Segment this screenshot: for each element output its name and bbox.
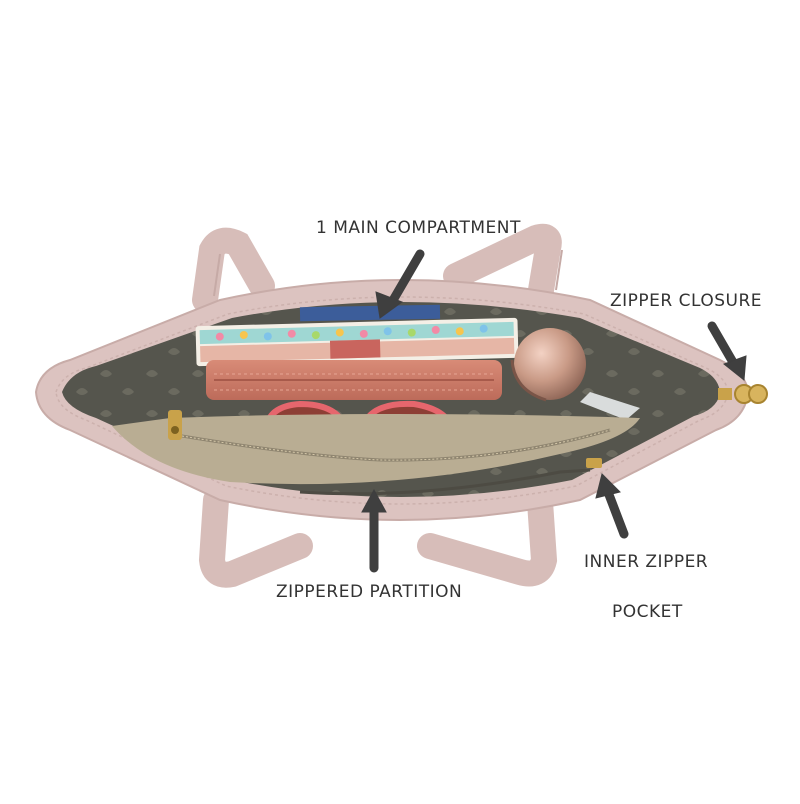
arrow-main-compartment (387, 249, 425, 307)
inner-zipper-pocket-label-line1: INNER ZIPPER (584, 552, 709, 572)
bottom-handles (198, 487, 558, 588)
inner-zipper-pull (586, 458, 602, 468)
notebook (195, 304, 519, 367)
main-compartment-label: 1 MAIN COMPARTMENT (316, 218, 521, 238)
top-handles (192, 223, 563, 313)
zipper-pull (718, 384, 768, 404)
arrow-inner-zipper (603, 487, 629, 539)
zippered-partition (112, 410, 640, 485)
zipper-closure-label: ZIPPER CLOSURE (610, 291, 763, 311)
inner-zipper-pocket-label-line2: POCKET (612, 602, 683, 622)
inner-zipper-pocket (299, 468, 591, 496)
arrow-zipper-closure (707, 321, 739, 369)
round-mirror (510, 328, 640, 420)
zippered-partition-label: ZIPPERED PARTITION (276, 582, 463, 602)
wallet (206, 360, 502, 400)
callout-arrows (361, 249, 747, 573)
